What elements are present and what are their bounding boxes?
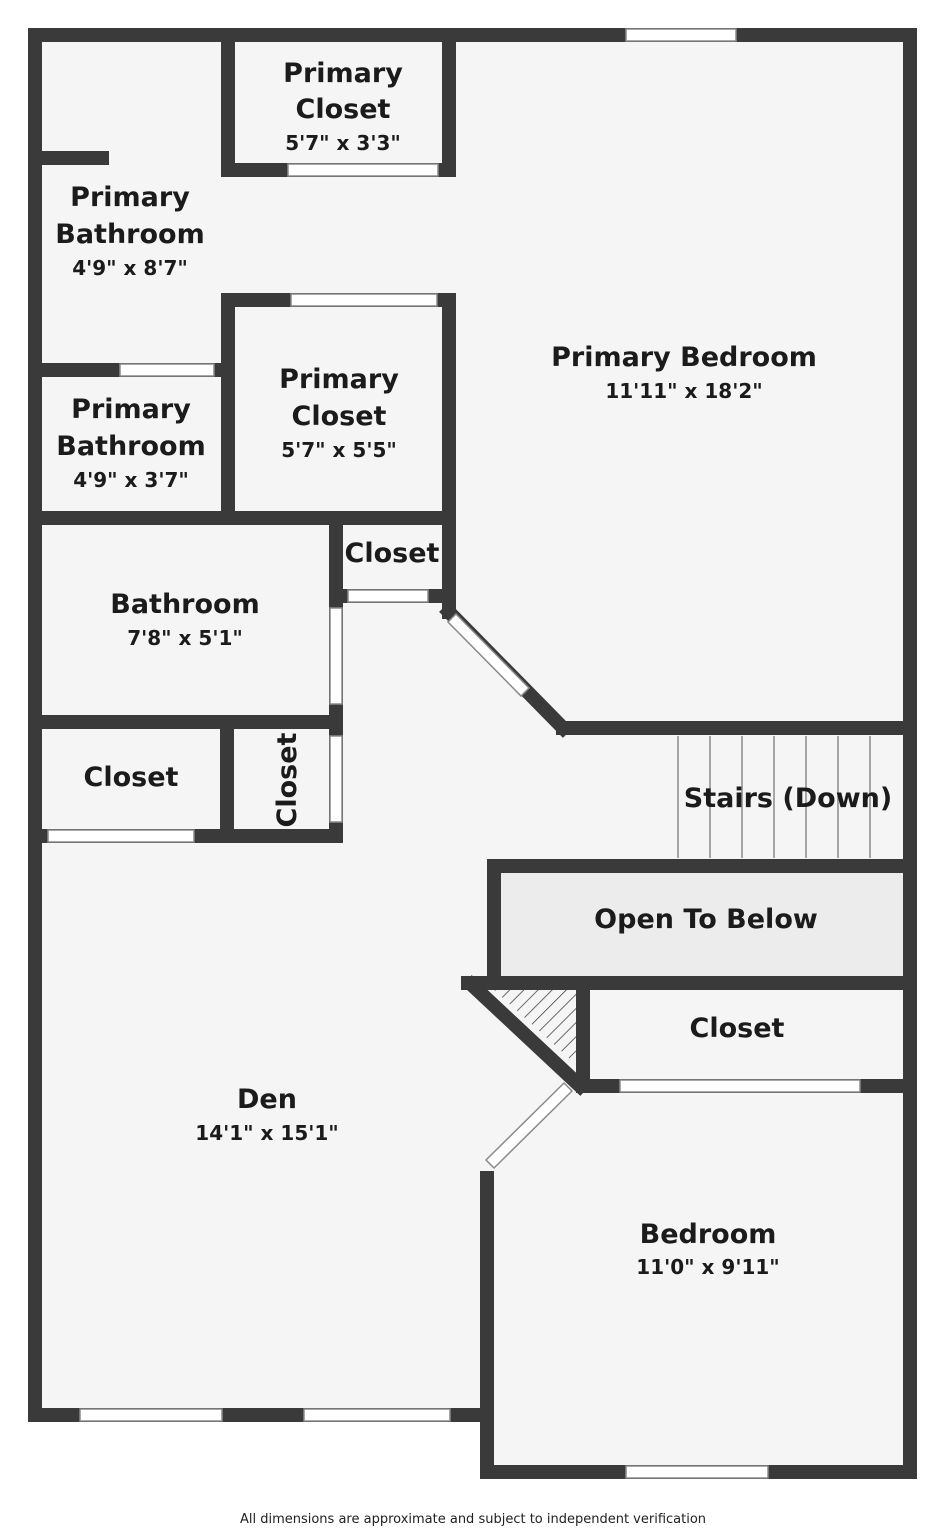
label-primary-bathroom-large-1: Primary	[70, 182, 190, 213]
label-closet-right: Closet	[690, 1013, 785, 1044]
label-stairs: Stairs (Down)	[684, 783, 892, 814]
dims-bathroom: 7'8" x 5'1"	[127, 626, 243, 650]
opening-left-closet	[47, 829, 195, 843]
label-bathroom: Bathroom	[110, 589, 259, 620]
window-bedroom	[625, 1465, 769, 1479]
label-primary-closet-mid-1: Primary	[279, 364, 399, 395]
opening-small-closet	[347, 589, 429, 603]
dims-primary-bathroom-small: 4'9" x 3'7"	[73, 468, 189, 492]
label-primary-closet-top-2: Closet	[296, 94, 391, 125]
open-to-below-area	[494, 866, 910, 982]
label-closet-small: Closet	[345, 538, 440, 569]
opening-mid-closet	[290, 293, 438, 307]
label-primary-bathroom-large-2: Bathroom	[55, 219, 204, 250]
label-den: Den	[237, 1084, 297, 1115]
hatched-area	[492, 988, 580, 1068]
window-top	[625, 28, 737, 42]
stairs-treads	[677, 736, 871, 858]
main-floor	[35, 35, 910, 1472]
label-closet-vertical: Closet	[272, 732, 303, 827]
label-primary-closet-top-1: Primary	[283, 58, 403, 89]
floor-fills	[35, 35, 910, 1472]
dims-primary-bedroom: 11'11" x 18'2"	[605, 379, 762, 403]
opening-top-closet	[287, 163, 439, 177]
disclaimer-text: All dimensions are approximate and subje…	[239, 1512, 707, 1527]
label-open-to-below: Open To Below	[594, 904, 818, 935]
label-bedroom: Bedroom	[640, 1219, 777, 1250]
dims-primary-closet-mid: 5'7" x 5'5"	[281, 438, 397, 462]
opening-diag-bedroom	[484, 1081, 574, 1170]
window-den-1	[79, 1408, 223, 1422]
opening-bath-side	[329, 607, 343, 705]
opening-right-closet	[619, 1079, 861, 1093]
windows-openings	[47, 28, 861, 1479]
room-labels: Primary Closet 5'7" x 3'3" Primary Bathr…	[55, 58, 892, 1279]
opening-vcloset-side	[329, 735, 343, 823]
label-primary-bathroom-small-2: Bathroom	[56, 431, 205, 462]
label-primary-bathroom-small-1: Primary	[71, 394, 191, 425]
opening-small-bath	[119, 363, 215, 377]
dims-bedroom: 11'0" x 9'11"	[636, 1255, 779, 1279]
dims-primary-closet-top: 5'7" x 3'3"	[285, 131, 401, 155]
dims-primary-bathroom-large: 4'9" x 8'7"	[72, 256, 188, 280]
opening-diag-hall	[446, 612, 531, 698]
label-primary-closet-mid-2: Closet	[292, 401, 387, 432]
window-den-2	[303, 1408, 451, 1422]
dims-den: 14'1" x 15'1"	[195, 1121, 338, 1145]
label-primary-bedroom: Primary Bedroom	[551, 342, 817, 373]
label-closet-left: Closet	[84, 762, 179, 793]
